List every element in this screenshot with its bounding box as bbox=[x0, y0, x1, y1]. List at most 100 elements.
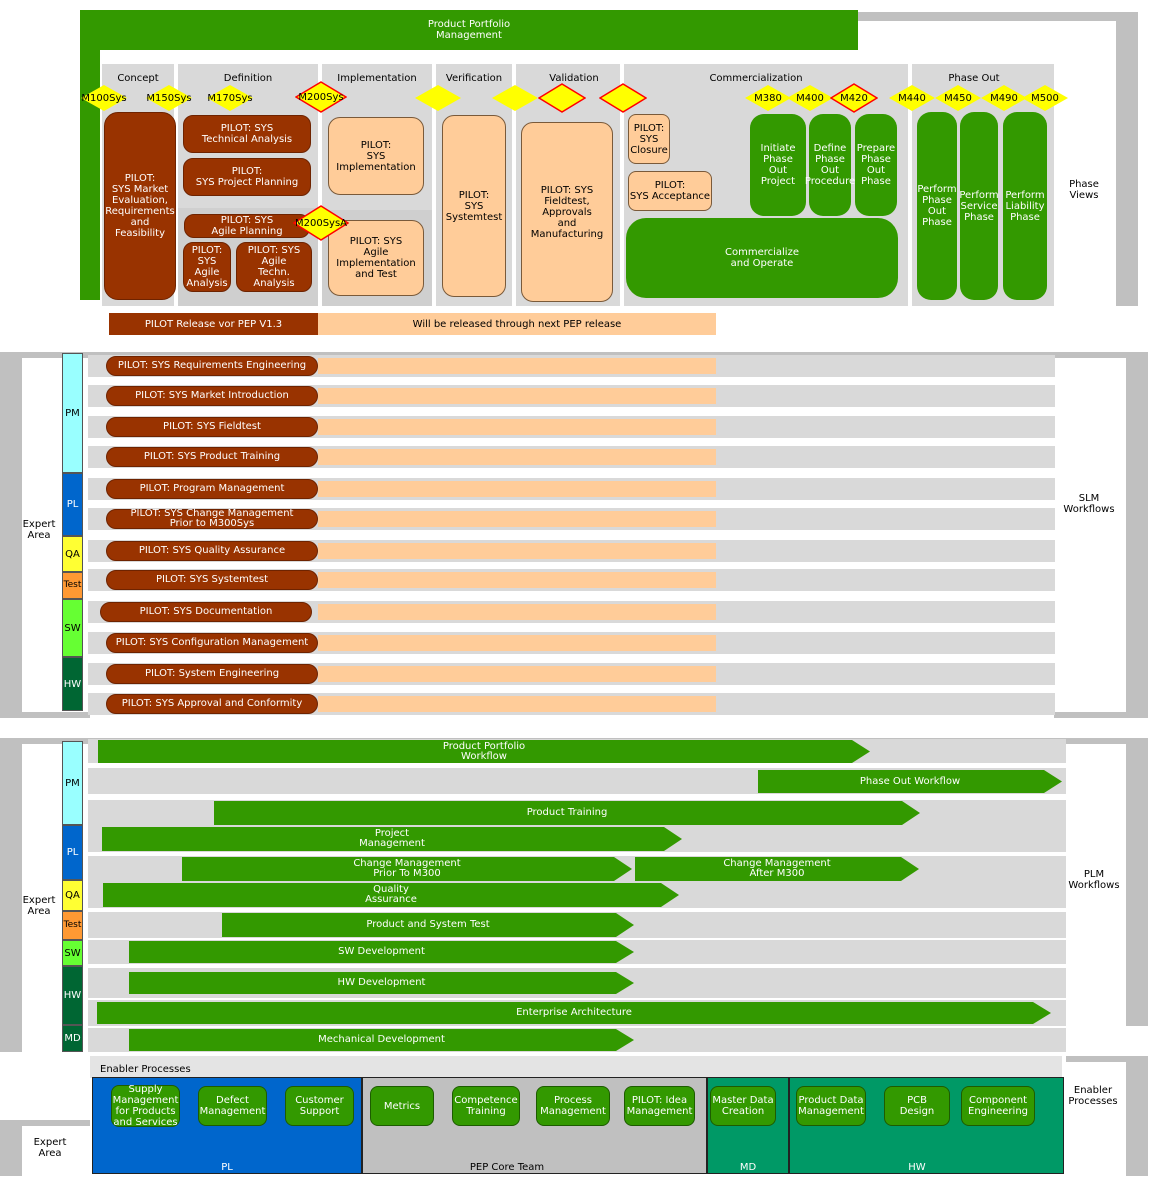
box-define-phase-out[interactable]: Define Phase Out Procedure bbox=[805, 114, 855, 216]
box-perform-liability[interactable]: Perform Liability Phase bbox=[1003, 112, 1047, 300]
phase-frame-top bbox=[858, 12, 1138, 21]
box-commercialize[interactable]: Commercialize and Operate bbox=[626, 218, 898, 298]
plm-frame-right bbox=[1126, 738, 1148, 1026]
milestone-m170sys[interactable]: M170Sys bbox=[207, 85, 253, 111]
box-agile-tech-analysis[interactable]: PILOT: SYS Agile Techn. Analysis bbox=[236, 242, 312, 292]
slm-row-pending bbox=[318, 543, 716, 559]
box-agile-implementation[interactable]: PILOT: SYS Agile Implementation and Test bbox=[328, 220, 424, 296]
box-project-planning[interactable]: PILOT: SYS Project Planning bbox=[183, 158, 311, 196]
slm-frame-bottom-right bbox=[1054, 712, 1148, 718]
plm-area-hw-label: HW bbox=[63, 990, 82, 1001]
plm-phase-out-workflow[interactable]: Phase Out Workflow bbox=[758, 770, 1062, 793]
box-agile-analysis[interactable]: PILOT: SYS Agile Analysis bbox=[183, 242, 231, 292]
milestone-m440[interactable]: M440 bbox=[889, 85, 935, 111]
plm-change-management-after[interactable]: Change Management After M300 bbox=[635, 857, 919, 881]
enabler-customer-support[interactable]: Customer Support bbox=[285, 1086, 354, 1126]
plm-product-system-test[interactable]: Product and System Test bbox=[222, 913, 634, 937]
slm-workflows-label: SLM Workflows bbox=[1063, 493, 1115, 515]
slm-row-pending bbox=[318, 481, 716, 497]
box-initiate-phase-out[interactable]: Initiate Phase Out Project bbox=[750, 114, 806, 216]
phase-header-verification: Verification bbox=[445, 72, 503, 84]
slm-system-engineering[interactable]: PILOT: System Engineering bbox=[106, 664, 318, 684]
milestone-m500[interactable]: M500 bbox=[1022, 85, 1068, 111]
slm-systemtest[interactable]: PILOT: SYS Systemtest bbox=[106, 570, 318, 590]
box-perform-service[interactable]: Perform Service Phase bbox=[959, 112, 999, 300]
milestone-m400[interactable]: M400 bbox=[787, 85, 833, 111]
plm-change-management-prior[interactable]: Change Management Prior To M300 bbox=[182, 857, 632, 881]
enabler-frame-left-v bbox=[0, 1120, 22, 1176]
enabler-competence-training[interactable]: Competence Training bbox=[452, 1086, 520, 1126]
box-acceptance[interactable]: PILOT: SYS Acceptance bbox=[628, 171, 712, 211]
plm-area-sw-label: SW bbox=[64, 947, 81, 959]
enabler-process-management[interactable]: Process Management bbox=[536, 1086, 610, 1126]
legend-pilot-release: PILOT Release vor PEP V1.3 bbox=[109, 313, 318, 335]
enabler-metrics[interactable]: Metrics bbox=[370, 1086, 434, 1126]
slm-program-management[interactable]: PILOT: Program Management bbox=[106, 479, 318, 499]
box-fieldtest[interactable]: PILOT: SYS Fieldtest, Approvals and Manu… bbox=[521, 122, 613, 302]
enabler-frame-left bbox=[0, 1120, 90, 1126]
slm-area-pm-label: PM bbox=[65, 407, 80, 419]
enabler-group-hw-label: HW bbox=[908, 1162, 926, 1173]
milestone-validation[interactable] bbox=[492, 85, 538, 111]
enabler-pcb-design[interactable]: PCB Design bbox=[884, 1086, 950, 1126]
enabler-supply-management[interactable]: Supply Management for Products and Servi… bbox=[111, 1084, 180, 1128]
plm-area-qa: QA bbox=[62, 880, 83, 911]
milestone-validation-2[interactable] bbox=[538, 83, 586, 113]
milestone-m200sysa[interactable]: M200SysA bbox=[293, 205, 349, 241]
plm-hw-development[interactable]: HW Development bbox=[129, 972, 634, 994]
enabler-product-data-management[interactable]: Product Data Management bbox=[796, 1086, 866, 1126]
slm-area-qa-label: QA bbox=[65, 548, 80, 560]
enabler-component-engineering[interactable]: Component Engineering bbox=[961, 1086, 1035, 1126]
milestone-m150sys[interactable]: M150Sys bbox=[146, 85, 192, 111]
box-systemtest[interactable]: PILOT: SYS Systemtest bbox=[442, 115, 506, 297]
phase-header-phaseout: Phase Out bbox=[948, 72, 1000, 84]
plm-mechanical-development[interactable]: Mechanical Development bbox=[129, 1029, 634, 1051]
milestone-m380[interactable]: M380 bbox=[745, 85, 791, 111]
box-concept[interactable]: PILOT: SYS Market Evaluation, Requiremen… bbox=[104, 112, 176, 300]
plm-quality-assurance[interactable]: Quality Assurance bbox=[103, 883, 679, 907]
slm-product-training[interactable]: PILOT: SYS Product Training bbox=[106, 447, 318, 467]
slm-row-pending bbox=[318, 419, 716, 435]
plm-project-management[interactable]: Project Management bbox=[102, 827, 682, 851]
milestone-m100sys[interactable]: M100Sys bbox=[81, 85, 127, 111]
slm-requirements-engineering[interactable]: PILOT: SYS Requirements Engineering bbox=[106, 356, 318, 376]
box-technical-analysis[interactable]: PILOT: SYS Technical Analysis bbox=[183, 115, 311, 153]
box-perform-phase-out[interactable]: Perform Phase Out Phase bbox=[917, 112, 957, 300]
milestone-commercialization-start[interactable] bbox=[599, 83, 647, 113]
slm-change-management[interactable]: PILOT: SYS Change Management Prior to M3… bbox=[106, 509, 318, 529]
slm-fieldtest[interactable]: PILOT: SYS Fieldtest bbox=[106, 417, 318, 437]
slm-configuration-management[interactable]: PILOT: SYS Configuration Management bbox=[106, 633, 318, 653]
slm-row-pending bbox=[318, 358, 716, 374]
milestone-verification[interactable] bbox=[415, 85, 461, 111]
milestone-m450[interactable]: M450 bbox=[935, 85, 981, 111]
enabler-master-data-creation[interactable]: Master Data Creation bbox=[710, 1086, 776, 1126]
enabler-defect-management[interactable]: Defect Management bbox=[198, 1086, 267, 1126]
box-implementation[interactable]: PILOT: SYS Implementation bbox=[328, 117, 424, 195]
plm-area-test-label: Test bbox=[63, 920, 82, 930]
enabler-idea-management[interactable]: PILOT: Idea Management bbox=[624, 1086, 695, 1126]
portfolio-left-bar bbox=[80, 40, 100, 300]
milestone-m490[interactable]: M490 bbox=[981, 85, 1027, 111]
plm-sw-development[interactable]: SW Development bbox=[129, 941, 634, 963]
plm-product-training[interactable]: Product Training bbox=[214, 801, 920, 825]
slm-area-hw-label: HW bbox=[63, 678, 82, 690]
plm-area-pm: PM bbox=[62, 741, 83, 825]
slm-approval-conformity[interactable]: PILOT: SYS Approval and Conformity bbox=[106, 694, 318, 714]
box-closure[interactable]: PILOT: SYS Closure bbox=[628, 114, 670, 164]
enabler-expert-area-label: Expert Area bbox=[33, 1137, 67, 1159]
phase-views-label: Phase Views bbox=[1069, 179, 1099, 201]
box-agile-planning[interactable]: PILOT: SYS Agile Planning bbox=[184, 214, 310, 238]
plm-product-portfolio-workflow[interactable]: Product Portfolio Workflow bbox=[98, 740, 870, 763]
slm-area-test-label: Test bbox=[63, 580, 82, 590]
milestone-m200sys[interactable]: M200Sys bbox=[295, 81, 347, 113]
box-prepare-phase-out[interactable]: Prepare Phase Out Phase bbox=[855, 114, 897, 216]
milestone-m420[interactable]: M420 bbox=[830, 83, 878, 113]
slm-row-pending bbox=[318, 511, 716, 527]
slm-documentation[interactable]: PILOT: SYS Documentation bbox=[100, 602, 312, 622]
slm-market-introduction[interactable]: PILOT: SYS Market Introduction bbox=[106, 386, 318, 406]
slm-quality-assurance[interactable]: PILOT: SYS Quality Assurance bbox=[106, 541, 318, 561]
plm-enterprise-architecture[interactable]: Enterprise Architecture bbox=[97, 1002, 1051, 1024]
phase-header-validation: Validation bbox=[549, 72, 599, 84]
slm-row-pending bbox=[318, 572, 716, 588]
enabler-processes-title: Enabler Processes bbox=[100, 1064, 191, 1075]
